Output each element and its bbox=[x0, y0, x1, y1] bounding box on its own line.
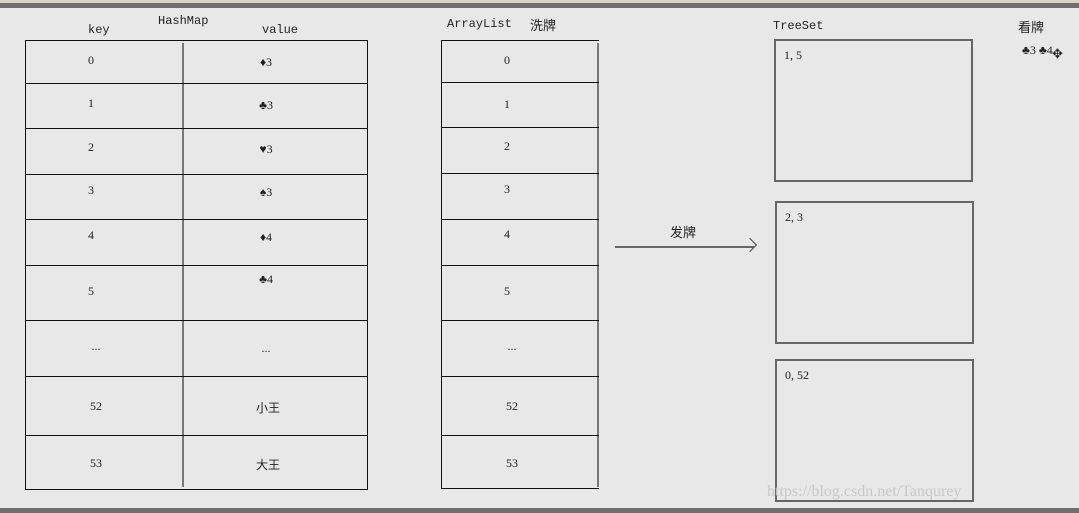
value-cell: ♦3 bbox=[259, 55, 273, 69]
watermark: https://blog.csdn.net/Tanqurey bbox=[767, 483, 962, 500]
value-cell: ♣4 bbox=[259, 272, 273, 286]
value-header: value bbox=[262, 23, 299, 37]
deal-arrow-line bbox=[615, 246, 754, 248]
table-row: 5 bbox=[442, 266, 599, 321]
shuffle-label: 洗牌 bbox=[530, 19, 557, 34]
value-cell: ♥3 bbox=[259, 142, 273, 156]
table-row: ... ... bbox=[26, 321, 367, 377]
key-cell: 53 bbox=[90, 456, 102, 470]
key-cell: 4 bbox=[88, 228, 94, 242]
table-row: 52 小王 bbox=[26, 377, 367, 436]
hashmap-table: 0 ♦3 1 ♣3 2 ♥3 3 ♠3 4 ♦4 5 ♣4 ... ... 52… bbox=[25, 40, 368, 490]
view-cards-values: ♣3 ♣4 bbox=[1022, 43, 1053, 57]
treeset-values: 2, 3 bbox=[785, 210, 803, 224]
key-header: key bbox=[88, 23, 110, 37]
index-cell: ... bbox=[507, 339, 517, 353]
treeset-box-3: 0, 52 bbox=[775, 359, 974, 502]
treeset-box-1: 1, 5 bbox=[774, 39, 973, 182]
arraylist-table: 0 1 2 3 4 5 ... 52 53 bbox=[441, 40, 599, 489]
table-row: 0 bbox=[442, 41, 599, 83]
arrow-right-icon bbox=[742, 237, 758, 253]
hashmap-title: HashMap bbox=[158, 14, 209, 28]
table-row: 2 ♥3 bbox=[26, 129, 367, 175]
treeset-values: 0, 52 bbox=[785, 368, 809, 382]
bottom-border bbox=[0, 508, 1079, 513]
index-cell: 52 bbox=[506, 399, 518, 413]
table-row: 0 ♦3 bbox=[26, 41, 367, 84]
value-cell: ... bbox=[261, 341, 271, 355]
table-row: 4 ♦4 bbox=[26, 220, 367, 266]
key-cell: 2 bbox=[88, 140, 94, 154]
value-cell: ♦4 bbox=[259, 230, 273, 244]
deal-label: 发牌 bbox=[670, 226, 697, 241]
key-cell: 52 bbox=[90, 399, 102, 413]
key-cell: 3 bbox=[88, 183, 94, 197]
table-row: 2 bbox=[442, 128, 599, 174]
top-border-light bbox=[0, 0, 1079, 3]
index-cell: 0 bbox=[504, 53, 510, 67]
value-cell: 大王 bbox=[255, 458, 280, 472]
index-cell: 3 bbox=[504, 182, 510, 196]
index-cell: 4 bbox=[504, 227, 510, 241]
key-cell: ... bbox=[91, 339, 101, 353]
view-cards-label: 看牌 bbox=[1018, 21, 1045, 36]
table-row: 53 大王 bbox=[26, 436, 367, 489]
index-cell: 53 bbox=[506, 456, 518, 470]
index-cell: 5 bbox=[504, 284, 510, 298]
key-cell: 5 bbox=[88, 284, 94, 298]
table-row: ... bbox=[442, 321, 599, 377]
treeset-box-2: 2, 3 bbox=[775, 201, 974, 344]
value-cell: 小王 bbox=[255, 401, 280, 415]
value-cell: ♣3 bbox=[259, 98, 273, 112]
key-cell: 1 bbox=[88, 96, 94, 110]
table-row: 4 bbox=[442, 220, 599, 266]
key-cell: 0 bbox=[88, 53, 94, 67]
treeset-title: TreeSet bbox=[773, 19, 824, 33]
table-row: 1 bbox=[442, 83, 599, 128]
arraylist-title: ArrayList bbox=[447, 17, 512, 31]
index-cell: 2 bbox=[504, 139, 510, 153]
table-row: 3 bbox=[442, 174, 599, 220]
table-row: 1 ♣3 bbox=[26, 84, 367, 129]
index-cell: 1 bbox=[504, 97, 510, 111]
move-cursor-icon: ✥ bbox=[1052, 47, 1063, 62]
treeset-values: 1, 5 bbox=[784, 48, 802, 62]
value-cell: ♠3 bbox=[259, 185, 273, 199]
table-row: 3 ♠3 bbox=[26, 175, 367, 220]
table-row: 53 bbox=[442, 436, 599, 489]
table-row: 5 ♣4 bbox=[26, 266, 367, 321]
top-border bbox=[0, 3, 1079, 8]
table-row: 52 bbox=[442, 377, 599, 436]
